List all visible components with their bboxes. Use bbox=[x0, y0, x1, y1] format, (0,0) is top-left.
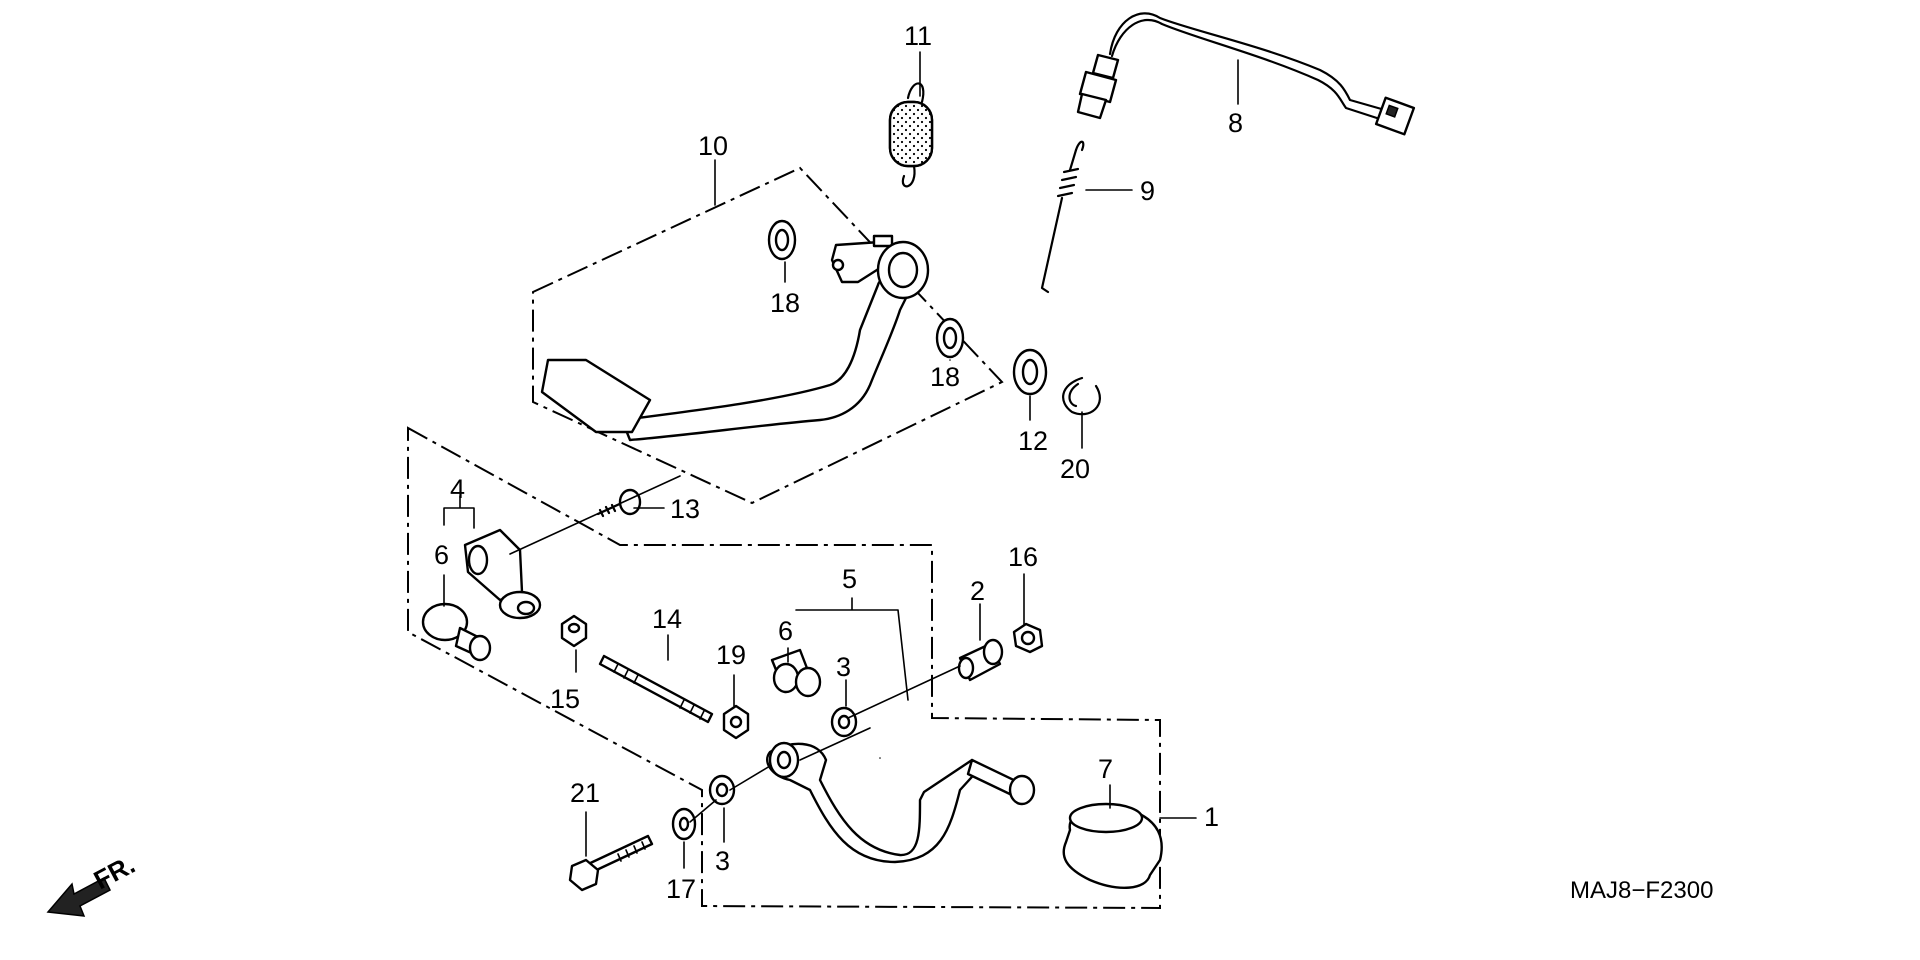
callout-8: 8 bbox=[1228, 108, 1243, 138]
callout-15: 15 bbox=[550, 684, 580, 714]
callout-21: 21 bbox=[570, 778, 600, 808]
bolt-part-13 bbox=[596, 488, 642, 518]
nut-part-15 bbox=[560, 614, 588, 648]
spring-part-11 bbox=[888, 82, 934, 188]
group-boundary-shift-pedal bbox=[407, 426, 1161, 910]
ball-joint-part-6-right bbox=[770, 648, 822, 698]
front-direction-indicator: FR. bbox=[46, 849, 140, 917]
callout-5: 5 bbox=[842, 564, 857, 594]
callout-18-upper: 18 bbox=[770, 288, 800, 318]
dust-seal-part-18-lower bbox=[935, 317, 965, 359]
callout-9: 9 bbox=[1140, 176, 1155, 206]
callout-18-lower: 18 bbox=[930, 362, 960, 392]
bushing-part-2 bbox=[957, 638, 1004, 682]
callout-4: 4 bbox=[450, 474, 465, 504]
bolt-part-21 bbox=[568, 834, 654, 892]
callout-10: 10 bbox=[698, 131, 728, 161]
leader-lines bbox=[443, 51, 1239, 869]
snap-ring-part-20 bbox=[1062, 376, 1101, 416]
washer-part-3-upper bbox=[830, 706, 858, 738]
callout-3-upper: 3 bbox=[836, 652, 851, 682]
callout-12: 12 bbox=[1018, 426, 1048, 456]
callout-2: 2 bbox=[970, 576, 985, 606]
dust-seal-part-18-upper bbox=[767, 219, 797, 261]
diagram-reference-code: MAJ8−F2300 bbox=[1570, 877, 1713, 904]
callout-17: 17 bbox=[666, 874, 696, 904]
callout-3-lower: 3 bbox=[715, 846, 730, 876]
callout-6-left: 6 bbox=[434, 540, 449, 570]
tie-rod-part-14 bbox=[598, 654, 714, 724]
callout-13: 13 bbox=[670, 494, 700, 524]
group-boundary-brake-pedal bbox=[532, 166, 1004, 505]
washer-part-17 bbox=[671, 807, 697, 841]
front-arrow-icon bbox=[46, 876, 111, 917]
pedal-rubber-part-7 bbox=[1062, 802, 1163, 889]
shift-pedal-part-5 bbox=[766, 741, 1036, 864]
brake-pedal-part-10 bbox=[540, 234, 930, 442]
stop-switch-part-8 bbox=[1076, 12, 1416, 136]
washer-part-12 bbox=[1012, 348, 1048, 396]
callout-14: 14 bbox=[652, 604, 682, 634]
stop-switch-spring-part-9 bbox=[1040, 140, 1085, 294]
ball-joint-part-6-left bbox=[421, 602, 492, 662]
callout-7: 7 bbox=[1098, 754, 1113, 784]
washer-part-3-lower bbox=[708, 774, 736, 806]
nut-part-16 bbox=[1012, 622, 1044, 654]
callout-6-right: 6 bbox=[778, 616, 793, 646]
callout-labels: 1 2 3 3 4 5 6 6 7 8 9 10 11 12 13 14 15 … bbox=[434, 21, 1243, 904]
callout-19: 19 bbox=[716, 640, 746, 670]
callout-20: 20 bbox=[1060, 454, 1090, 484]
nut-part-19 bbox=[722, 704, 750, 740]
callout-11: 11 bbox=[904, 21, 932, 51]
link-arm-part-4 bbox=[463, 528, 542, 620]
callout-1: 1 bbox=[1204, 802, 1219, 832]
callout-16: 16 bbox=[1008, 542, 1038, 572]
